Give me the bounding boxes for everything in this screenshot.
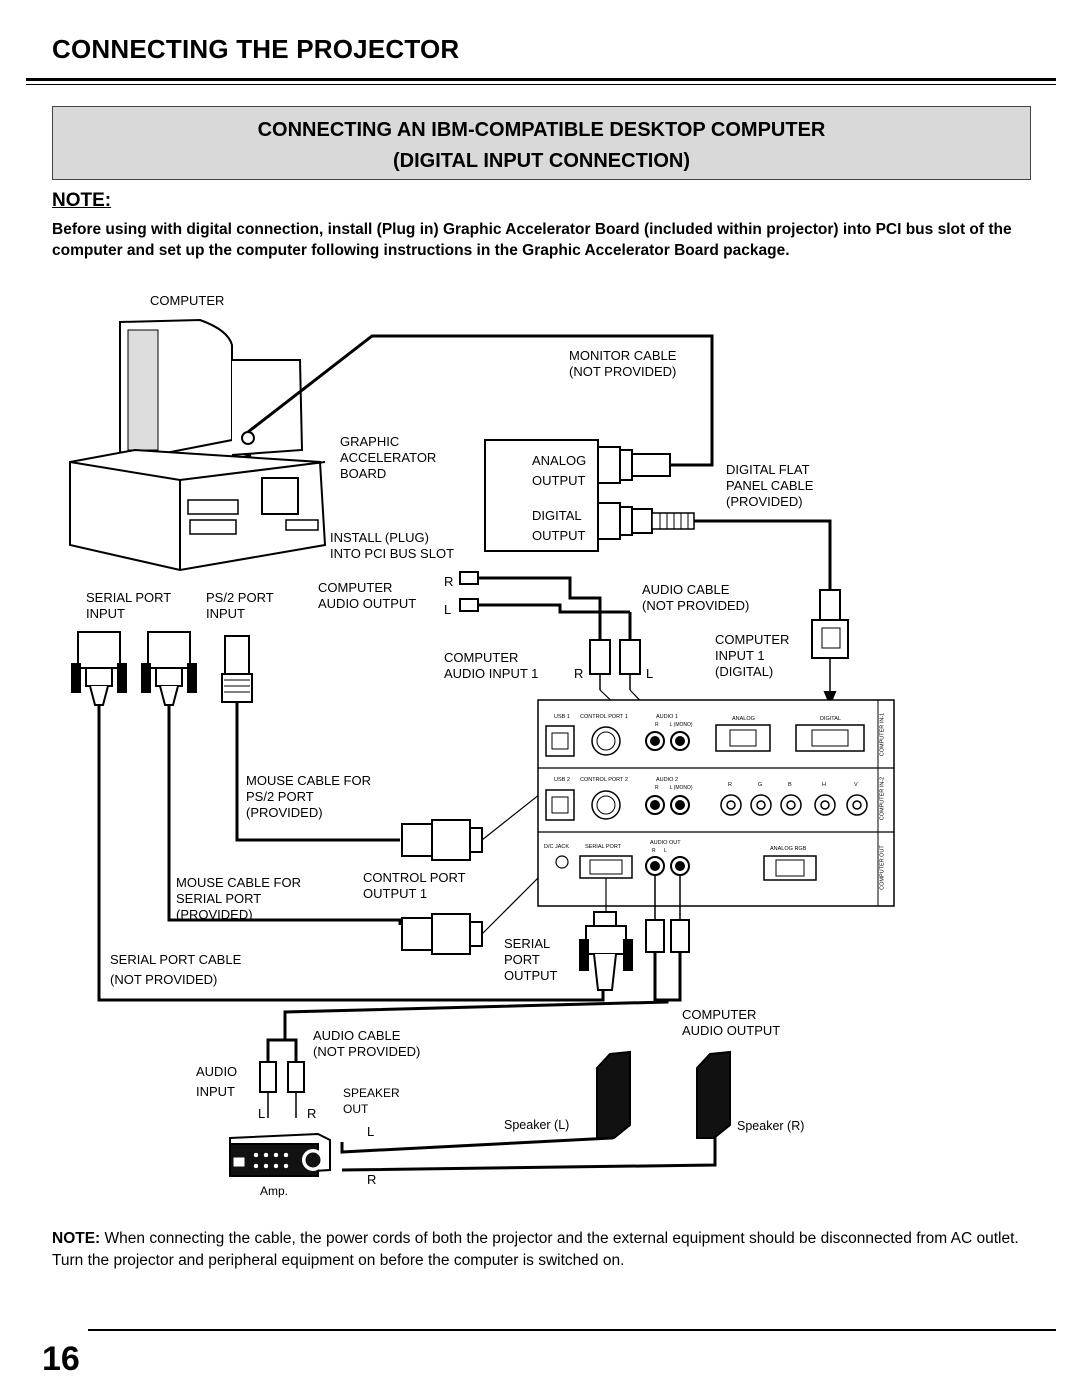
label-computer: COMPUTER — [150, 293, 225, 308]
computer-base-icon — [69, 448, 327, 572]
panel-h: H — [822, 782, 826, 788]
speaker-left-icon — [596, 1050, 631, 1139]
dfp-plug-icon — [811, 589, 849, 659]
digital-connector-icon — [597, 502, 695, 540]
panel-audio-out-rl: R L — [652, 848, 667, 854]
title-rule-thin — [26, 84, 1056, 85]
label-serial-cable-not-provided: (NOT PROVIDED) — [110, 972, 218, 987]
label-mouse-ps2: MOUSE CABLE FOR PS/2 PORT (PROVIDED) — [246, 773, 371, 820]
label-audio-input: AUDIO INPUT — [196, 1064, 238, 1099]
page-number: 16 — [42, 1340, 80, 1378]
panel-r: R — [728, 782, 732, 788]
label-l-input: L — [646, 666, 654, 681]
label-l-top: L — [444, 602, 452, 617]
panel-usb1: USB 1 — [554, 714, 570, 720]
panel-analog-rgb: ANALOG RGB — [770, 846, 807, 852]
panel-control-port-2: CONTROL PORT 2 — [580, 777, 628, 783]
footer-note-label: NOTE: — [52, 1230, 101, 1247]
label-audio-cable-2: AUDIO CABLE (NOT PROVIDED) — [313, 1028, 421, 1059]
panel-v: V — [854, 782, 858, 788]
serial-input-connector-icon — [71, 631, 127, 706]
panel-digital: DIGITAL — [820, 716, 841, 722]
label-serial-port-cable: SERIAL PORT CABLE — [110, 952, 242, 967]
panel-computer-out: COMPUTER OUT — [879, 845, 886, 890]
label-install: INSTALL (PLUG) INTO PCI BUS SLOT — [330, 530, 455, 561]
section-title-line2: (DIGITAL INPUT CONNECTION) — [392, 150, 691, 172]
note-text: Before using with digital connection, in… — [52, 221, 1012, 259]
label-r-top: R — [444, 574, 454, 589]
label-speaker-l: Speaker (L) — [504, 1118, 570, 1132]
mouse-ps2-cable-plug-icon — [401, 819, 483, 861]
panel-audio2: AUDIO 2 — [656, 777, 679, 783]
label-computer-audio-output-2: COMPUTER AUDIO OUTPUT — [682, 1007, 781, 1038]
page-title: CONNECTING THE PROJECTOR — [52, 34, 460, 64]
label-control-port-output: CONTROL PORT OUTPUT 1 — [363, 870, 466, 901]
label-mouse-serial: MOUSE CABLE FOR SERIAL PORT (PROVIDED) — [176, 875, 301, 922]
label-computer-audio-input: COMPUTER AUDIO INPUT 1 — [444, 650, 539, 681]
section-header-box: CONNECTING AN IBM-COMPATIBLE DESKTOP COM… — [52, 106, 1031, 180]
label-speaker-out: SPEAKER OUT — [343, 1086, 400, 1116]
panel-analog: ANALOG — [732, 716, 755, 722]
panel-audio1-rl: R L (MONO) — [655, 722, 693, 728]
title-rule-thick — [26, 78, 1056, 81]
label-audio-cable: AUDIO CABLE (NOT PROVIDED) — [642, 582, 750, 613]
panel-b: B — [788, 782, 792, 788]
panel-usb2: USB 2 — [554, 777, 570, 783]
speaker-right-icon — [696, 1050, 731, 1139]
label-speaker-out-l: L — [367, 1124, 375, 1139]
footer-note: NOTE: When connecting the cable, the pow… — [52, 1228, 1027, 1272]
label-computer-audio-output: COMPUTER AUDIO OUTPUT — [318, 580, 417, 611]
amplifier-icon — [229, 1132, 331, 1178]
serial-output-plug-icon — [579, 911, 633, 991]
label-r-input: R — [574, 666, 584, 681]
label-amp-r: R — [307, 1106, 317, 1121]
label-speaker-out-r: R — [367, 1172, 377, 1187]
graphic-board-box — [484, 439, 599, 552]
label-speaker-r: Speaker (R) — [737, 1119, 805, 1133]
label-graphic-board: GRAPHIC ACCELERATOR BOARD — [340, 434, 437, 481]
footer-rule — [88, 1329, 1056, 1331]
label-digital-output: DIGITAL OUTPUT — [532, 508, 586, 543]
ps2-port-connector-icon — [141, 631, 197, 706]
panel-audio-out: AUDIO OUT — [650, 840, 681, 846]
mouse-ps2-plug-icon — [221, 635, 253, 703]
label-analog-output: ANALOG OUTPUT — [532, 453, 587, 488]
panel-serial-port: SERIAL PORT — [585, 844, 622, 850]
label-amp: Amp. — [260, 1184, 289, 1198]
panel-audio1: AUDIO 1 — [656, 714, 679, 720]
panel-g: G — [758, 782, 763, 788]
label-computer-input-1: COMPUTER INPUT 1 (DIGITAL) — [715, 632, 790, 679]
panel-computer-in-2: COMPUTER IN-2 — [879, 776, 886, 821]
section-title-line1: CONNECTING AN IBM-COMPATIBLE DESKTOP COM… — [257, 119, 826, 141]
label-serial-port-output: SERIAL PORT OUTPUT — [504, 936, 558, 983]
panel-dc-jack: D/C JACK — [544, 844, 570, 850]
panel-audio2-rl: R L (MONO) — [655, 785, 693, 791]
analog-connector-icon — [597, 446, 671, 484]
panel-computer-in-1: COMPUTER IN-1 — [879, 712, 886, 757]
panel-control-port-1: CONTROL PORT 1 — [580, 714, 628, 720]
mouse-serial-cable-plug-icon — [401, 913, 483, 955]
label-amp-l: L — [258, 1106, 266, 1121]
footer-note-text: When connecting the cable, the power cor… — [52, 1230, 1019, 1269]
note-heading: NOTE: — [52, 190, 112, 211]
label-ps2-port-input: PS/2 PORT INPUT — [206, 590, 274, 621]
label-serial-port-input: SERIAL PORT INPUT — [86, 590, 172, 621]
label-dfp-cable: DIGITAL FLAT PANEL CABLE (PROVIDED) — [726, 462, 814, 509]
label-monitor-cable: MONITOR CABLE (NOT PROVIDED) — [569, 348, 677, 379]
